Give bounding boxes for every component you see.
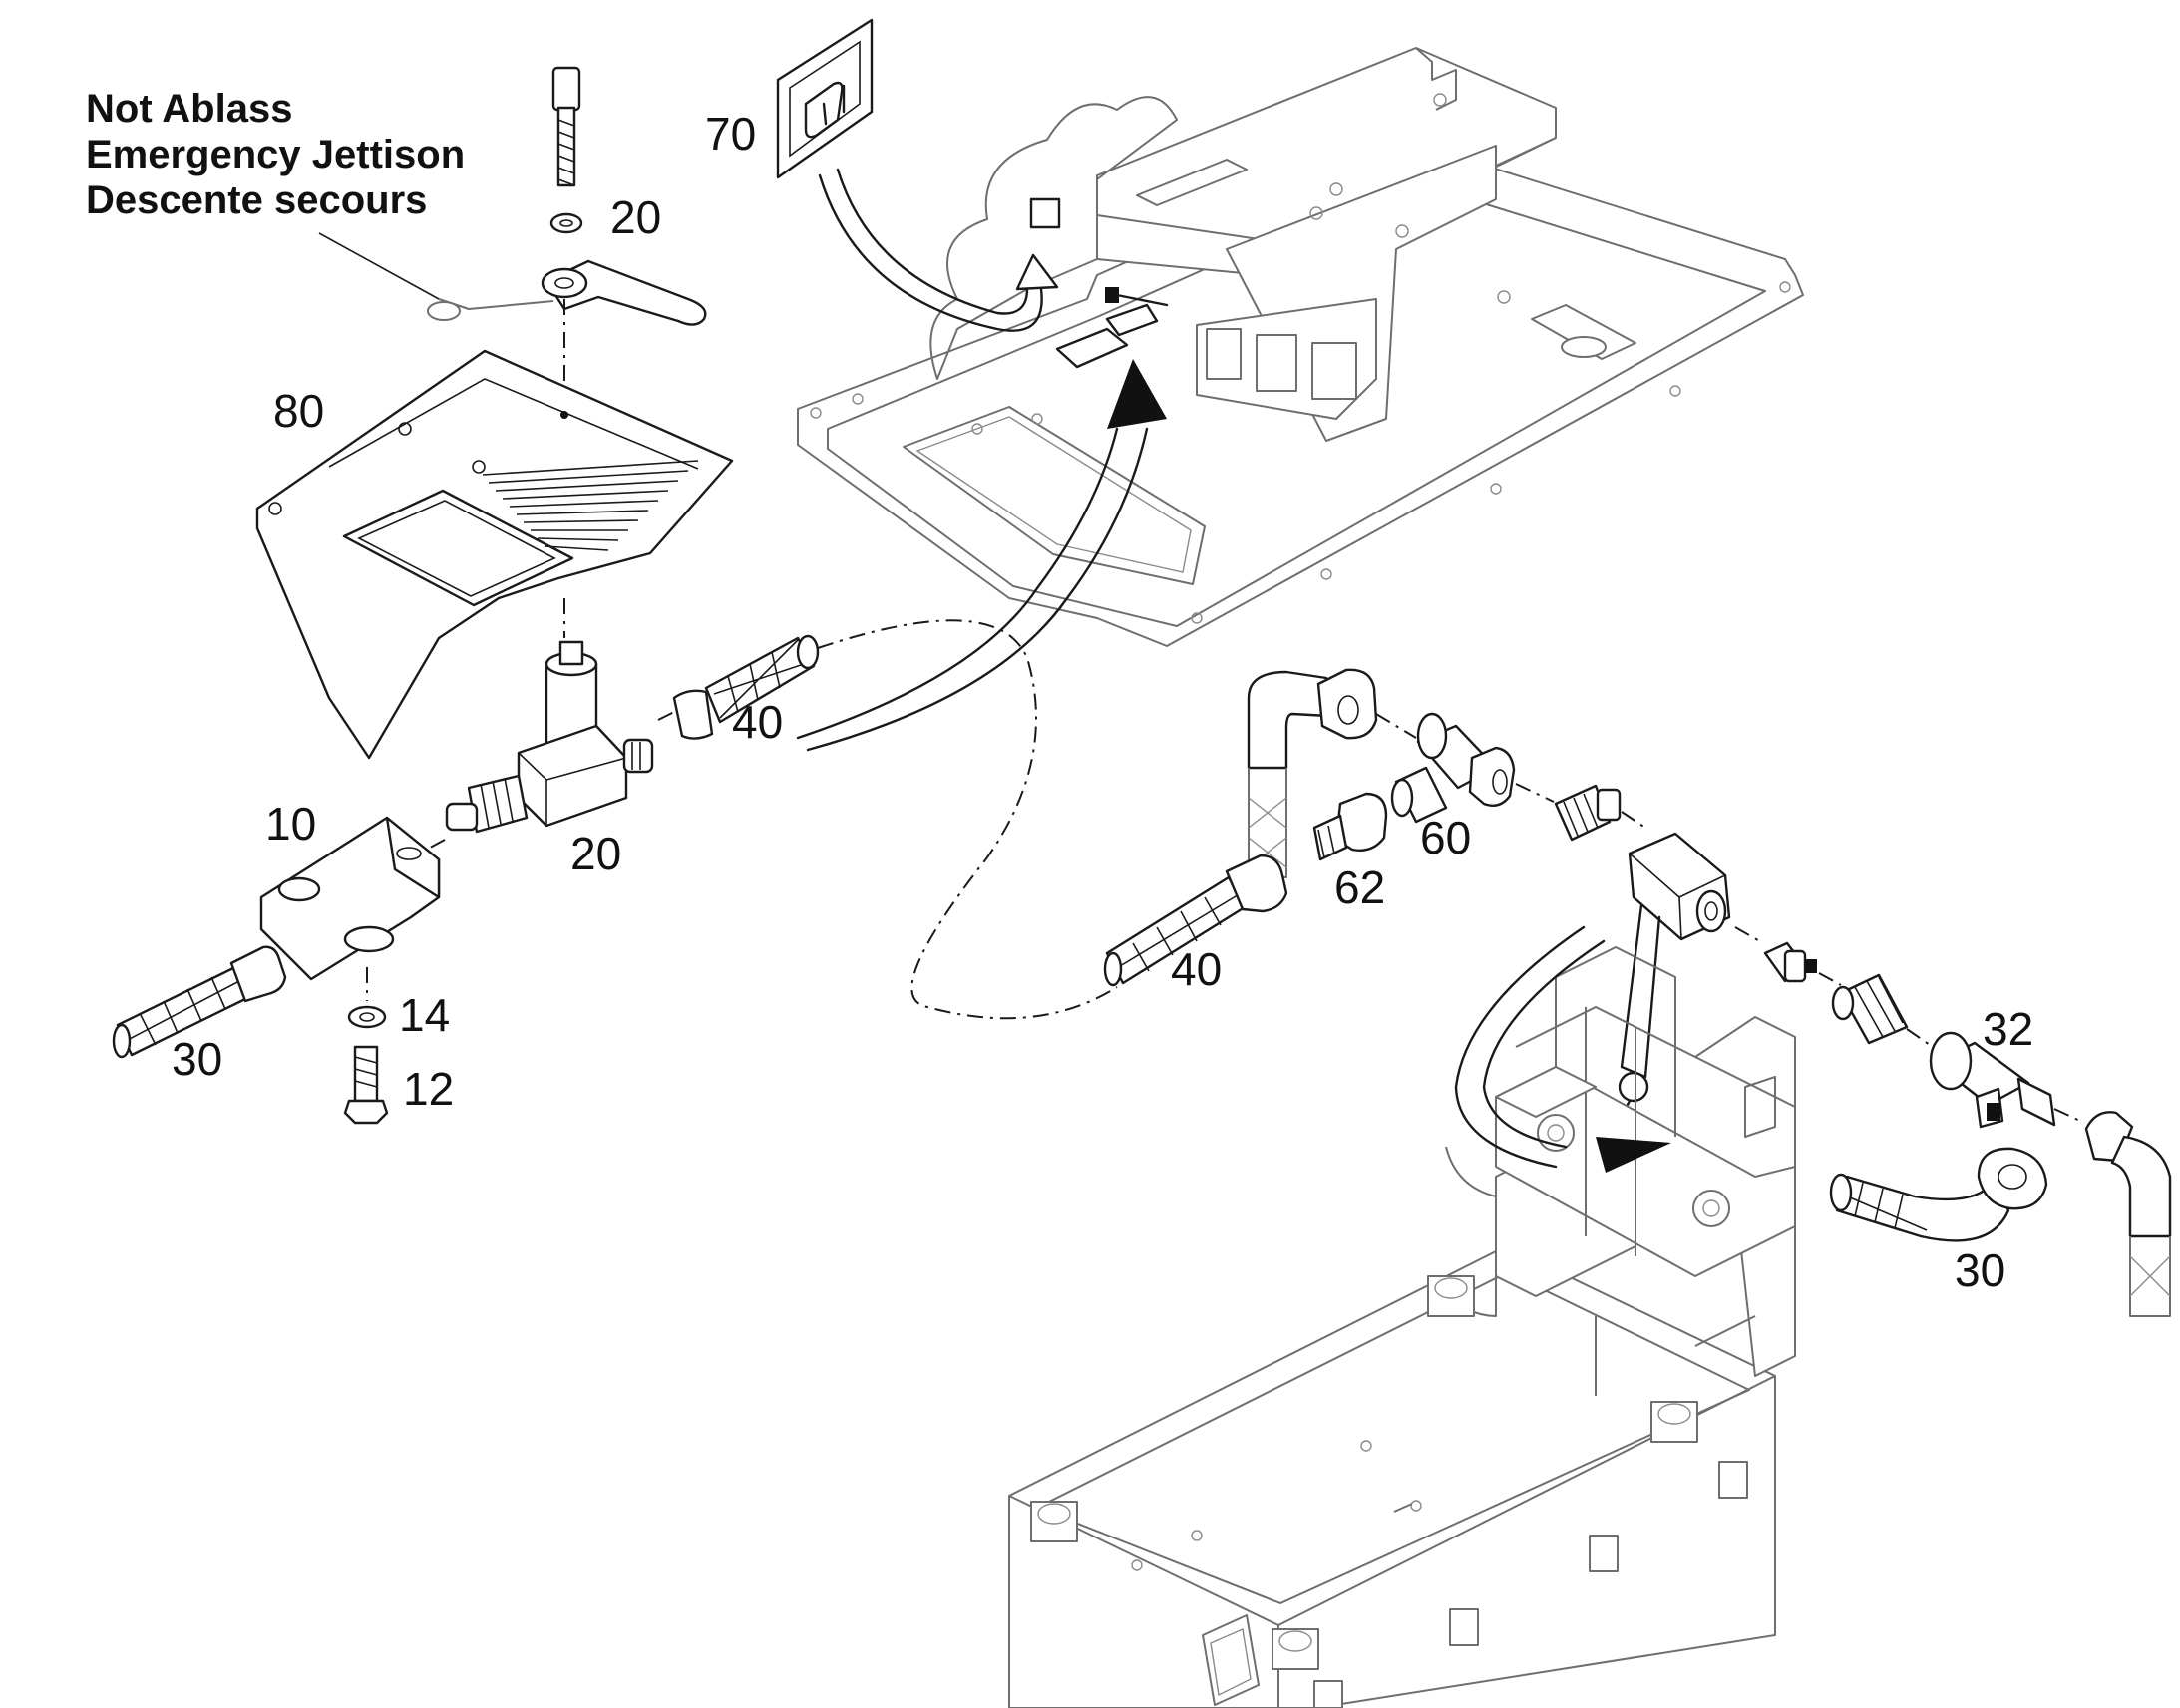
valve-fitting-left bbox=[445, 774, 529, 834]
callout-14: 14 bbox=[399, 989, 450, 1041]
callout-12: 12 bbox=[403, 1063, 454, 1115]
placard-70 bbox=[776, 18, 874, 179]
callout-32: 32 bbox=[1983, 1003, 2033, 1055]
seat-electronics-box bbox=[1096, 47, 1557, 442]
hose-40-right bbox=[1103, 854, 1288, 987]
callout-60: 60 bbox=[1420, 812, 1471, 863]
callout-20-top: 20 bbox=[610, 191, 661, 243]
arrow-placard-to-panel bbox=[818, 168, 1059, 332]
title-leader-line bbox=[318, 232, 440, 300]
callout-62: 62 bbox=[1334, 861, 1385, 913]
callout-40-left: 40 bbox=[732, 696, 783, 748]
callout-20-mid: 20 bbox=[570, 828, 621, 879]
diagram-title: Not Ablass Emergency Jettison Descente s… bbox=[86, 87, 465, 222]
emergency-lever-handle bbox=[427, 259, 707, 326]
arrow-valve-to-base bbox=[1454, 925, 1671, 1173]
title-line-german: Not Ablass bbox=[86, 87, 292, 131]
reducer-62 bbox=[1312, 792, 1388, 861]
callout-10: 10 bbox=[265, 798, 316, 850]
callout-30-left: 30 bbox=[172, 1033, 222, 1085]
valve-location-marker bbox=[1029, 197, 1169, 369]
selector-valve-body bbox=[1614, 832, 1731, 1129]
cover-hatch-pattern bbox=[482, 460, 699, 551]
callout-30-right: 30 bbox=[1955, 1244, 2005, 1296]
valve-fitting-right bbox=[622, 738, 654, 774]
seat-linkage bbox=[1495, 1066, 1776, 1227]
arrow-hose-to-panel bbox=[796, 359, 1167, 752]
check-valve bbox=[1763, 941, 1817, 983]
hose-40-left bbox=[672, 634, 820, 740]
callout-labels: 70 20 80 40 10 20 14 30 12 60 62 40 32 3… bbox=[172, 108, 2033, 1296]
callout-70: 70 bbox=[705, 108, 756, 160]
bolt-assembly bbox=[549, 66, 583, 234]
bolt-12 bbox=[343, 1045, 389, 1125]
tee-fitting-60 bbox=[1390, 712, 1516, 824]
mounting-bracket bbox=[259, 816, 441, 981]
washer-14 bbox=[347, 1005, 387, 1029]
seat-base-frame bbox=[1008, 946, 1796, 1708]
title-line-french: Descente secours bbox=[86, 178, 427, 222]
title-line-english: Emergency Jettison bbox=[86, 133, 465, 176]
hose-30-left bbox=[112, 945, 287, 1059]
callout-80: 80 bbox=[273, 385, 324, 437]
elbow-fitting-lower bbox=[2084, 1111, 2172, 1317]
hose-30-right bbox=[1829, 1147, 2048, 1242]
tee-fitting-32 bbox=[1929, 1031, 2056, 1129]
hose-routing-line bbox=[817, 619, 1118, 1020]
threaded-nipple bbox=[1831, 973, 1909, 1045]
threaded-adapter bbox=[1554, 784, 1622, 842]
callout-40-mid: 40 bbox=[1171, 943, 1222, 995]
jettison-valve bbox=[445, 640, 654, 834]
cover-plate bbox=[255, 349, 734, 760]
